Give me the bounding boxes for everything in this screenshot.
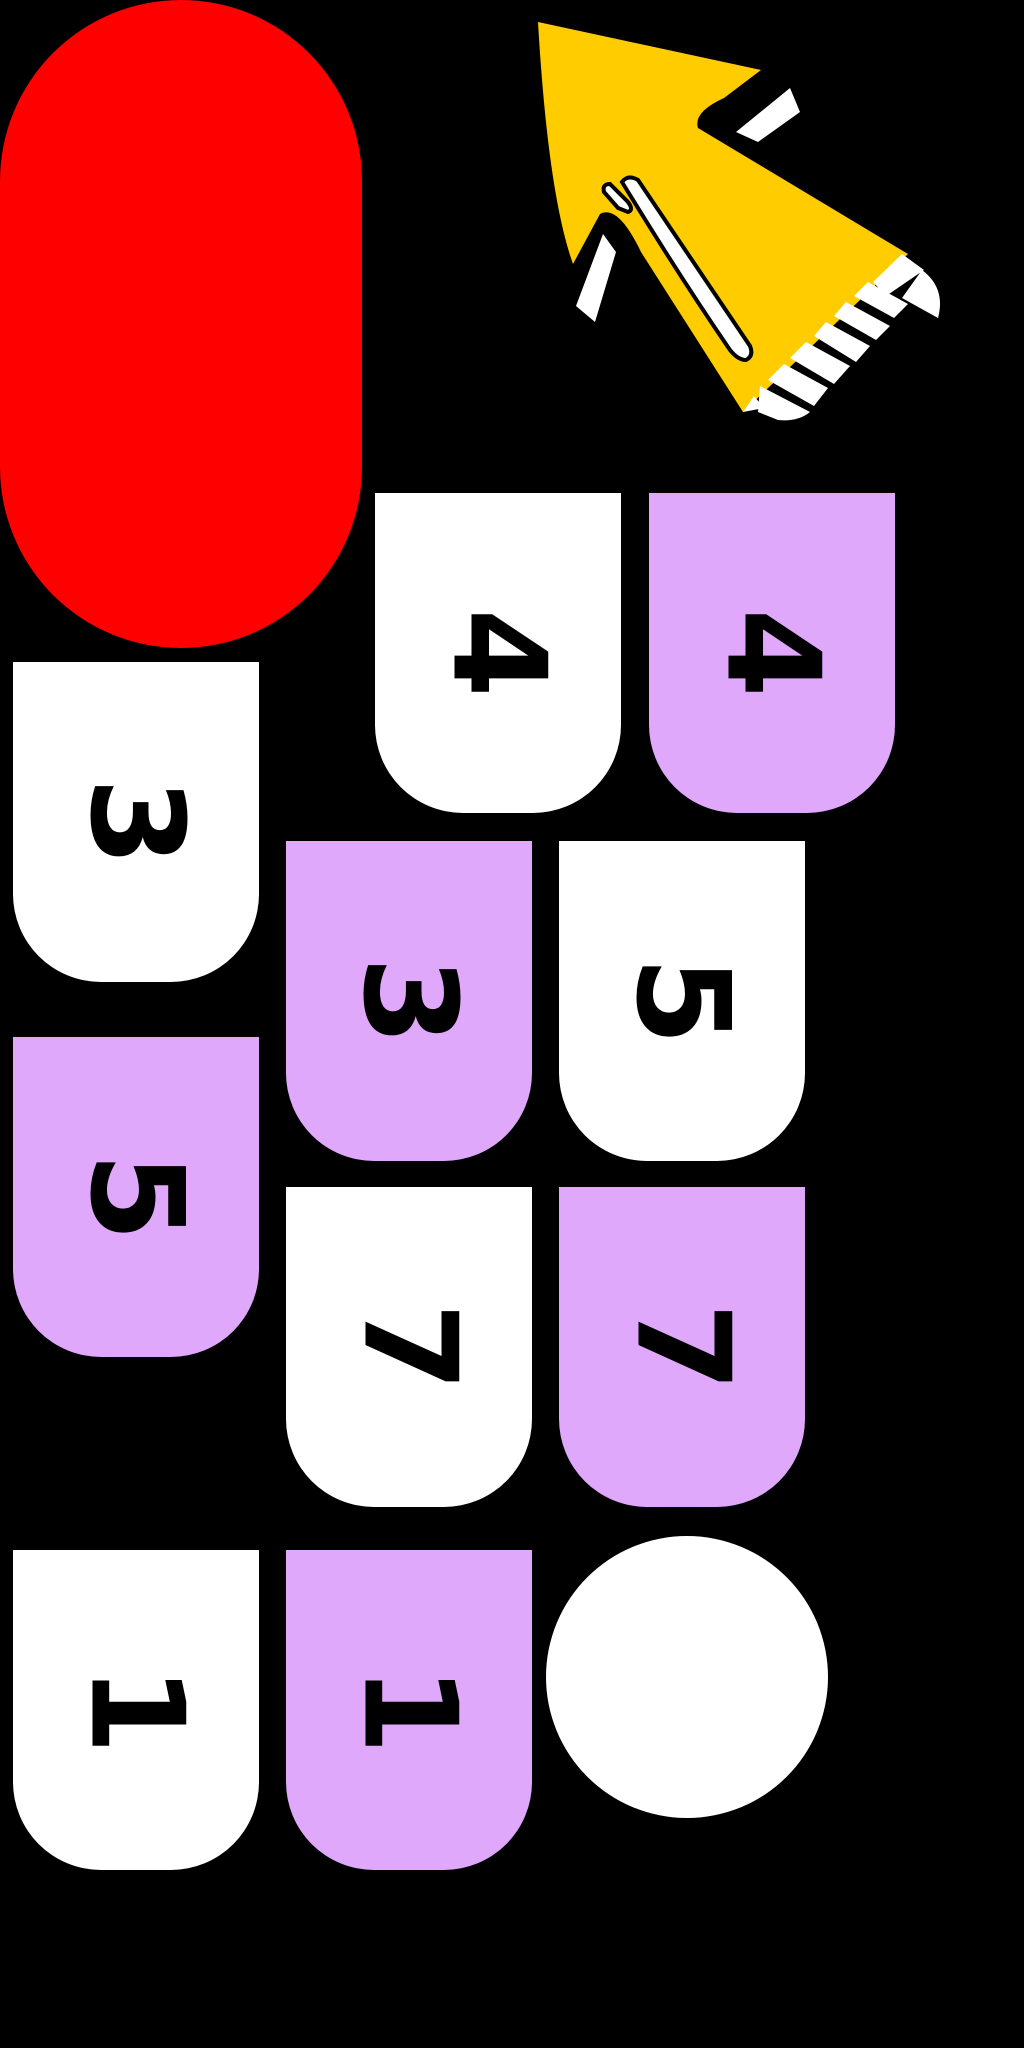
- tile-lilac-7[interactable]: 7: [559, 1187, 805, 1507]
- tile-white-4[interactable]: 4: [375, 493, 621, 813]
- tile-lilac-5[interactable]: 5: [13, 1037, 259, 1357]
- tile-number: 4: [698, 608, 847, 698]
- cone-highlights: [601, 175, 754, 363]
- tile-number: 3: [62, 777, 211, 867]
- tile-white-5[interactable]: 5: [559, 841, 805, 1161]
- cone-body: [538, 22, 908, 412]
- tile-number: 1: [335, 1665, 484, 1755]
- tile-number: 4: [424, 608, 573, 698]
- tile-white-7[interactable]: 7: [286, 1187, 532, 1507]
- tile-number: 5: [608, 956, 757, 1046]
- tile-lilac-3[interactable]: 3: [286, 841, 532, 1161]
- tile-lilac-4[interactable]: 4: [649, 493, 895, 813]
- yellow-cone-icon[interactable]: [528, 14, 968, 460]
- tile-number: 7: [335, 1302, 484, 1392]
- tile-number: 7: [608, 1302, 757, 1392]
- tile-number: 5: [62, 1152, 211, 1242]
- tile-white-1[interactable]: 1: [13, 1550, 259, 1870]
- tile-white-3[interactable]: 3: [13, 662, 259, 982]
- tile-number: 3: [335, 956, 484, 1046]
- white-circle-piece[interactable]: [546, 1536, 828, 1818]
- tile-lilac-1[interactable]: 1: [286, 1550, 532, 1870]
- tile-number: 1: [62, 1665, 211, 1755]
- red-pill-piece[interactable]: [0, 0, 362, 648]
- cone-stripes: [576, 88, 940, 421]
